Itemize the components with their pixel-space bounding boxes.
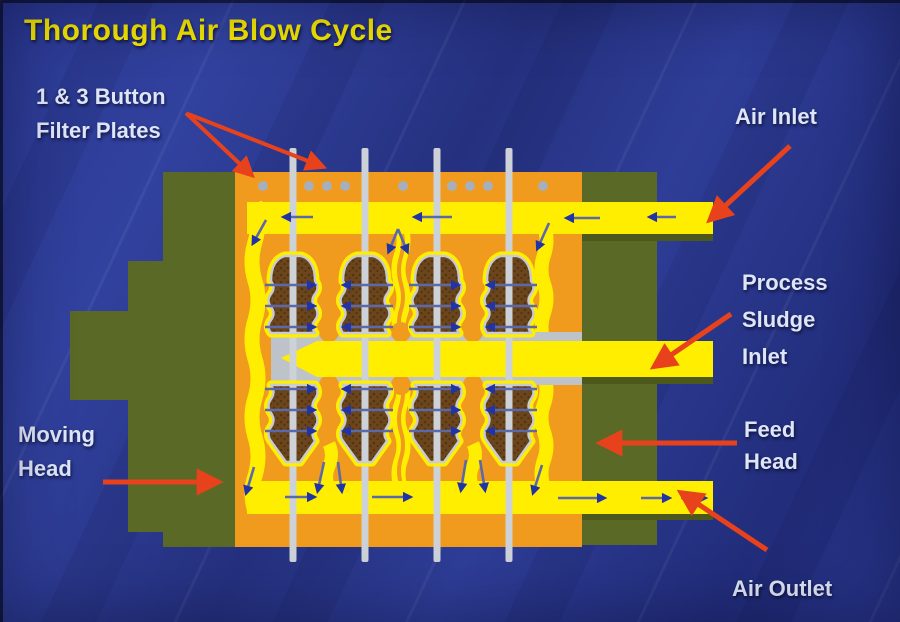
inlet-channel-airflow: [251, 211, 676, 255]
label-sludge-line3: Inlet: [742, 344, 788, 369]
outlet-channel-airflow: [243, 459, 709, 504]
filter-plates-pointer-arrow-1: [184, 111, 255, 179]
label-moving-head-line2: Head: [18, 456, 72, 481]
air-outlet-pointer-arrow: [676, 489, 769, 553]
label-filter-plates: 1 & 3 Button Filter Plates: [36, 80, 166, 148]
left-air-channel: [244, 200, 266, 515]
plate-buttons: [258, 181, 548, 191]
sludge-inlet-pointer-arrow: [649, 311, 733, 370]
label-process-sludge-inlet: Process Sludge Inlet: [742, 264, 828, 375]
filter-plates-pointer-arrow-2: [187, 112, 328, 171]
label-sludge-line1: Process: [742, 270, 828, 295]
label-filter-plates-line1: 1 & 3 Button: [36, 84, 166, 109]
label-air-outlet: Air Outlet: [732, 576, 833, 601]
label-feed-head: Feed Head: [744, 414, 798, 478]
label-feed-head-line2: Head: [744, 449, 798, 474]
label-moving-head: Moving Head: [18, 418, 95, 486]
label-filter-plates-line2: Filter Plates: [36, 118, 161, 143]
air-inlet-pipe: [247, 202, 713, 241]
label-air-inlet: Air Inlet: [735, 104, 817, 129]
air-inlet-pointer-arrow: [706, 144, 792, 224]
sludge-inlet-pipe-arrow: [281, 341, 713, 384]
label-feed-head-line1: Feed: [744, 417, 796, 442]
label-sludge-line2: Sludge: [742, 307, 816, 332]
moving-head-shape: [70, 172, 235, 547]
label-moving-head-line1: Moving: [18, 422, 95, 447]
slide-title: Thorough Air Blow Cycle: [24, 14, 393, 47]
